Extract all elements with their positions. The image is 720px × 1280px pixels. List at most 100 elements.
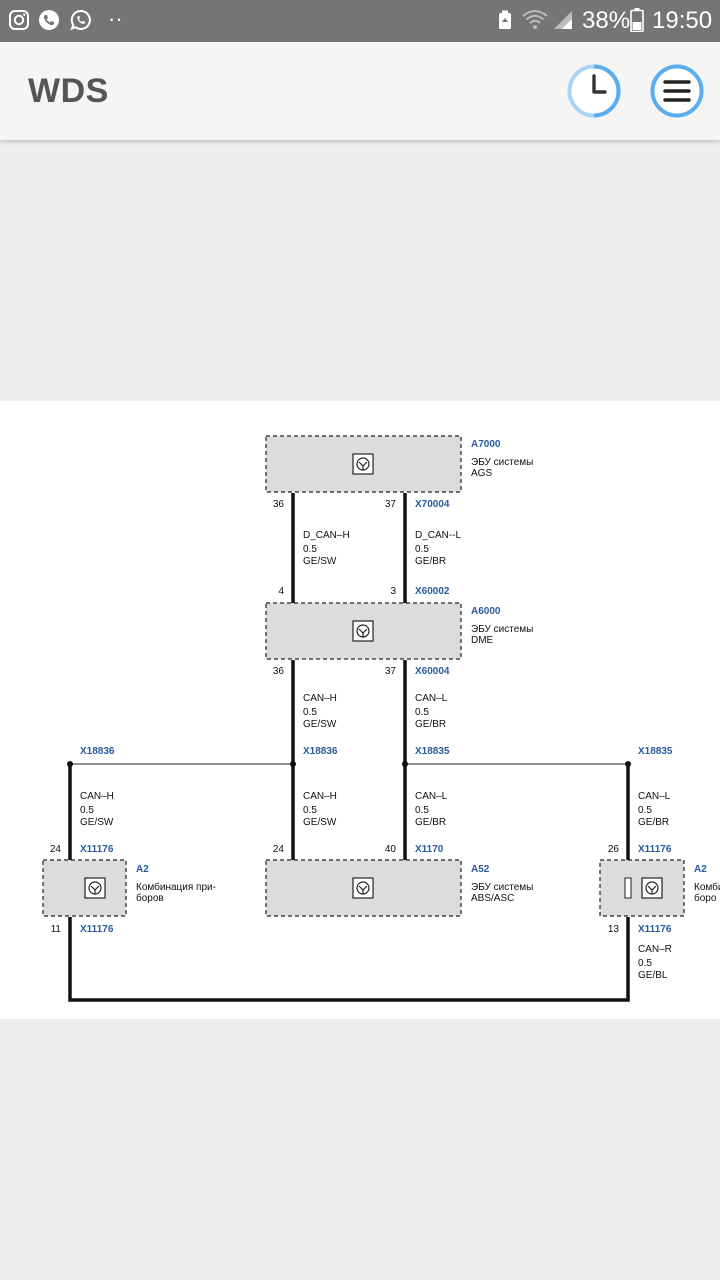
module-name-kombi-right: боро — [694, 892, 717, 904]
ecu-icon — [84, 877, 106, 899]
ecu-icon — [352, 453, 374, 475]
wire-label-can-r: CAN–R 0.5 GE/BL — [638, 944, 672, 981]
wire-color: GE/BR — [638, 817, 669, 828]
wire-label-can-l-mid: CAN–L 0.5 GE/BR — [415, 791, 448, 828]
connector-label: X60002 — [415, 586, 450, 597]
module-ags[interactable] — [265, 435, 462, 493]
app-title: WDS — [28, 72, 109, 110]
module-id-kombi-right: A2 — [694, 864, 707, 875]
phone-icon — [39, 10, 59, 30]
module-id-dme: A6000 — [471, 606, 501, 617]
wire-name: CAN–L — [415, 791, 448, 802]
wire-size: 0.5 — [303, 707, 317, 718]
splice-point — [402, 761, 408, 767]
wire-bundle — [68, 493, 630, 1002]
pin-number: 36 — [273, 666, 285, 677]
wire-label-can-h-left: CAN–H 0.5 GE/SW — [80, 791, 114, 828]
wire-color: GE/SW — [80, 817, 114, 828]
module-id-kombi-left: A2 — [136, 864, 149, 875]
wire-name: CAN–L — [638, 791, 671, 802]
wire-color: GE/BR — [415, 817, 446, 828]
ecu-icon — [352, 877, 374, 899]
connector-label: X18836 — [303, 746, 338, 757]
whatsapp-icon — [70, 9, 91, 31]
signal-icon — [554, 11, 572, 29]
pin-number: 37 — [385, 666, 397, 677]
module-id-abs: A52 — [471, 864, 490, 875]
wire-name: CAN–L — [415, 693, 448, 704]
wire-name: CAN–H — [303, 693, 337, 704]
wire-size: 0.5 — [415, 544, 429, 555]
ecu-icon — [352, 620, 374, 642]
connector-label: X1170 — [415, 844, 444, 855]
module-id-ags: A7000 — [471, 439, 501, 450]
wifi-icon — [522, 10, 548, 29]
module-name-dme: DME — [471, 635, 494, 646]
wire-label-can-l-right: CAN–L 0.5 GE/BR — [638, 791, 671, 828]
wire-color: GE/BL — [638, 970, 668, 981]
splice-point — [67, 761, 73, 767]
wire-can-r — [68, 917, 630, 1002]
wire-size: 0.5 — [303, 544, 317, 555]
module-desc-kombi-right: Комби — [694, 881, 720, 893]
splice-points — [67, 761, 631, 767]
wire-color: GE/SW — [303, 817, 337, 828]
wiring-diagram-canvas: A7000 ЭБУ системы AGS A6000 ЭБУ системы … — [42, 435, 720, 1002]
wire-label-can-h-top: CAN–H 0.5 GE/SW — [303, 693, 337, 730]
wire-size: 0.5 — [80, 805, 94, 816]
wire-color: GE/BR — [415, 556, 446, 567]
wire-size: 0.5 — [303, 805, 317, 816]
wire-name: CAN–H — [303, 791, 337, 802]
connector-label: X60004 — [415, 666, 450, 677]
status-bar: ·· 38% 19:50 — [0, 0, 720, 42]
module-kombi-right[interactable] — [599, 859, 685, 917]
wire-size: 0.5 — [415, 805, 429, 816]
connector-label: X18835 — [638, 746, 673, 757]
instagram-icon — [9, 10, 29, 30]
module-name-kombi-left: боров — [136, 892, 164, 904]
wire-name: D_CAN--L — [415, 530, 462, 541]
wire-label-dcan-l: D_CAN--L 0.5 GE/BR — [415, 530, 462, 567]
wire-label-can-l-top: CAN–L 0.5 GE/BR — [415, 693, 448, 730]
connector-label: X11176 — [638, 844, 672, 855]
pin-number: 36 — [273, 499, 285, 510]
wire-size: 0.5 — [638, 805, 652, 816]
wire-color: GE/SW — [303, 719, 337, 730]
pin-number: 24 — [50, 844, 62, 855]
module-dme[interactable] — [265, 602, 462, 660]
wiring-diagram[interactable]: A7000 ЭБУ системы AGS A6000 ЭБУ системы … — [0, 401, 720, 1019]
hamburger-menu-icon — [650, 64, 704, 118]
notification-dots: ·· — [108, 6, 123, 31]
wire-name: CAN–R — [638, 944, 672, 955]
battery-icon — [630, 8, 644, 32]
module-desc-abs: ЭБУ системы — [471, 882, 533, 893]
module-abs[interactable] — [265, 859, 462, 917]
wire-size: 0.5 — [415, 707, 429, 718]
module-desc-dme: ЭБУ системы — [471, 624, 533, 635]
connector-label: X11176 — [80, 924, 114, 935]
pin-number: 3 — [390, 586, 396, 597]
wire-color: GE/SW — [303, 556, 337, 567]
ecu-icon — [641, 877, 663, 899]
history-button[interactable] — [567, 64, 621, 118]
terminating-resistor-icon — [624, 877, 632, 899]
pin-number: 4 — [278, 586, 284, 597]
battery-percent: 38% — [582, 7, 631, 34]
connector-label: X18835 — [415, 746, 450, 757]
pin-number: 13 — [608, 924, 620, 935]
module-desc-kombi-left: Комбинация при- — [136, 881, 216, 893]
connector-label: X18836 — [80, 746, 115, 757]
wire-color: GE/BR — [415, 719, 446, 730]
module-kombi-left[interactable] — [42, 859, 127, 917]
pin-number: 26 — [608, 844, 620, 855]
wire-name: D_CAN–H — [303, 530, 350, 541]
wire-label-can-h-mid: CAN–H 0.5 GE/SW — [303, 791, 337, 828]
connector-label: X11176 — [80, 844, 114, 855]
splice-point — [290, 761, 296, 767]
clock-time: 19:50 — [652, 7, 713, 34]
pin-number: 40 — [385, 844, 397, 855]
splice-point — [625, 761, 631, 767]
wire-label-dcan-h: D_CAN–H 0.5 GE/SW — [303, 530, 350, 567]
menu-button[interactable] — [650, 64, 704, 118]
app-bar: WDS — [0, 42, 720, 140]
